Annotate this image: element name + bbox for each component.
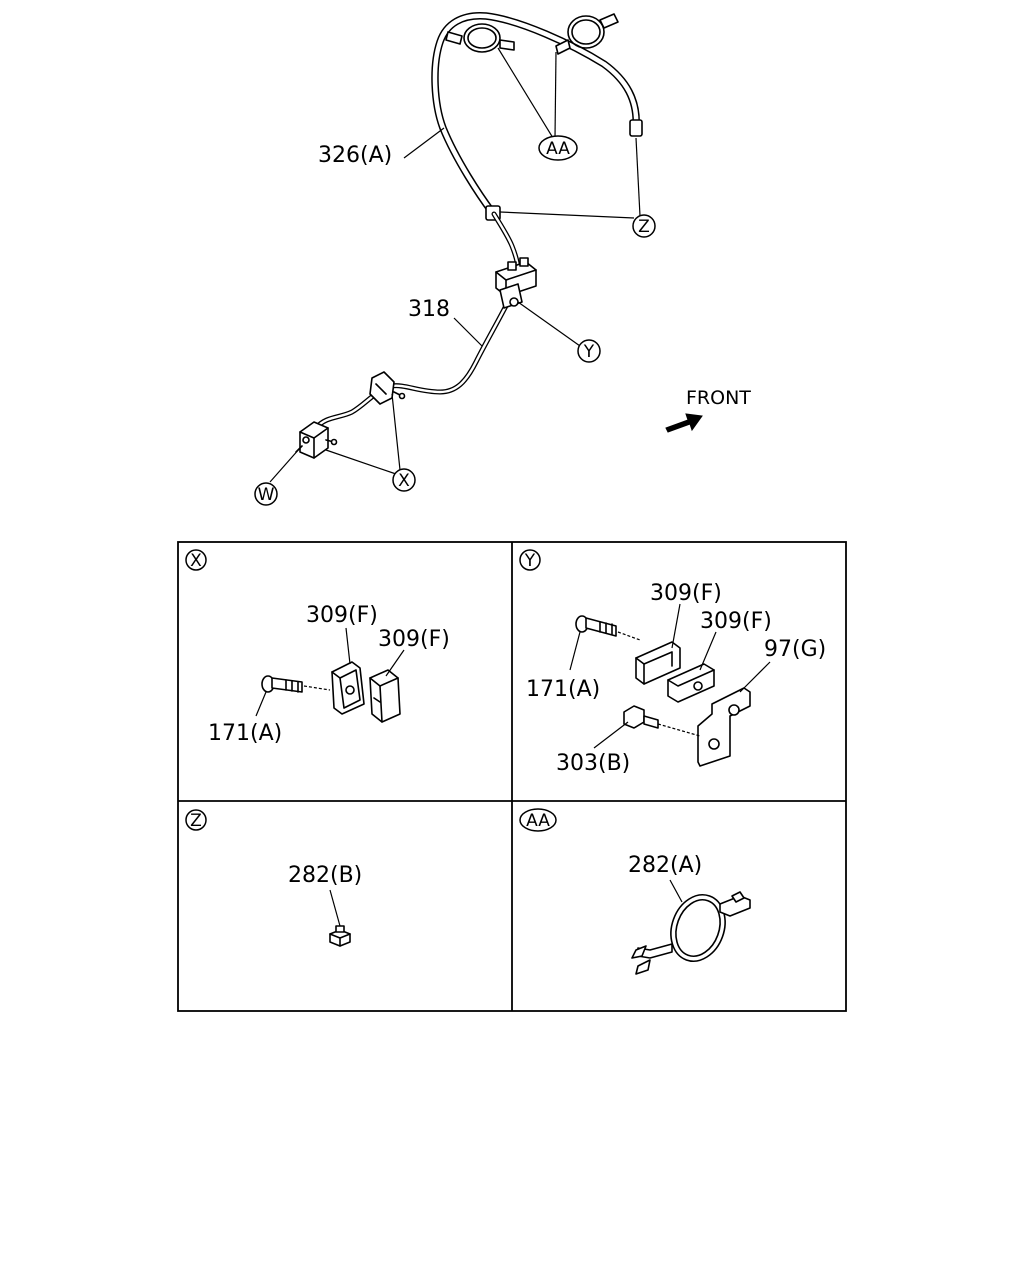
- clip-309f-y-a: [635, 641, 681, 685]
- hose-end-fitting: [629, 119, 643, 137]
- label-171a-x: 171(A): [208, 721, 282, 746]
- panel-z: Z 282(B): [185, 809, 362, 947]
- panel-x-tag: X: [190, 551, 202, 571]
- front-arrow-icon: [665, 413, 703, 433]
- label-171a-y: 171(A): [526, 677, 600, 702]
- label-309f-y-a: 309(F): [650, 581, 722, 606]
- label-309f-y-b: 309(F): [700, 609, 772, 634]
- callout-x-text: X: [398, 471, 410, 491]
- hose-clamp-left: [445, 23, 515, 53]
- label-326a: 326(A): [318, 143, 392, 168]
- callout-w-text: W: [258, 485, 275, 505]
- callout-y-text: Y: [583, 342, 595, 362]
- pipe-318: [313, 295, 513, 431]
- callout-aa: AA: [538, 135, 578, 161]
- pipe-clip-upper: [369, 371, 406, 405]
- label-309f-x-a: 309(F): [306, 603, 378, 628]
- front-label: FRONT: [686, 387, 751, 409]
- callout-z-text: Z: [638, 217, 650, 237]
- bolt-303b: [623, 705, 701, 737]
- hose-clamp-right: [555, 13, 619, 55]
- bolt-171a-y: [575, 615, 641, 641]
- callout-y: Y: [577, 339, 601, 363]
- panel-y-tag: Y: [524, 551, 536, 571]
- panel-y: Y: [519, 549, 826, 776]
- main-assembly: 326(A) 318 AA Z Y X W FRONT: [254, 12, 751, 506]
- callout-w: W: [254, 482, 278, 506]
- callout-x: X: [392, 468, 416, 492]
- pipe-clip-lower: [295, 421, 338, 459]
- clip-309f-x-a: [331, 661, 365, 715]
- panel-x: X 309(F) 309(F) 171(A): [185, 549, 450, 746]
- label-309f-x-b: 309(F): [378, 627, 450, 652]
- clamp-282a: [631, 891, 751, 975]
- clip-282b: [329, 925, 351, 947]
- label-282b: 282(B): [288, 863, 362, 888]
- panel-aa-tag: AA: [526, 811, 550, 831]
- leader-lines: [269, 47, 641, 483]
- label-303b: 303(B): [556, 751, 630, 776]
- callout-z: Z: [632, 214, 656, 238]
- label-97g: 97(G): [764, 637, 826, 662]
- label-282a: 282(A): [628, 853, 702, 878]
- hose-326a: [431, 12, 643, 221]
- bolt-171a-x: [261, 675, 331, 693]
- callout-aa-text: AA: [546, 139, 570, 159]
- panel-z-tag: Z: [190, 811, 202, 831]
- panel-aa: AA 282(A): [519, 808, 751, 975]
- clip-309f-x-b: [369, 669, 401, 723]
- detail-panels: [177, 541, 847, 1012]
- clip-309f-y-b: [667, 663, 715, 703]
- label-318: 318: [408, 297, 450, 322]
- bracket-97g: [697, 687, 751, 767]
- junction-block: [495, 257, 537, 309]
